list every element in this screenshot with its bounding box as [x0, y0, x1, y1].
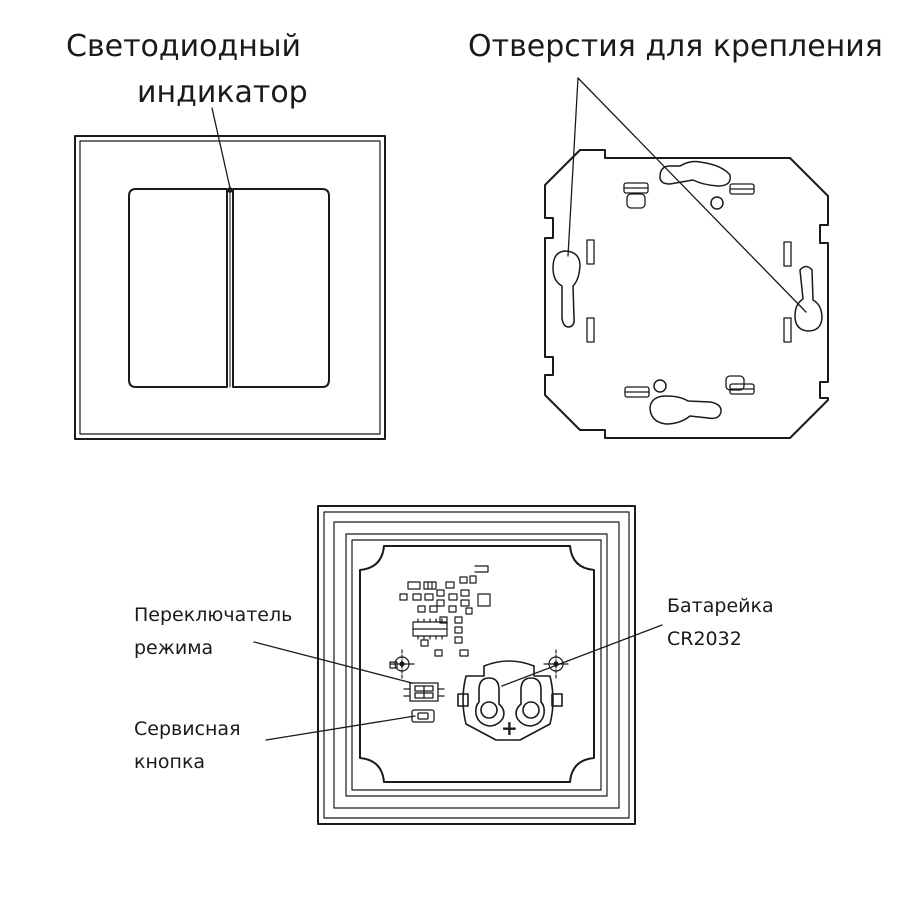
- battery-holder: [458, 661, 562, 740]
- mount-holes-leader-1: [568, 78, 578, 256]
- pcb-top-tab: [475, 566, 488, 572]
- back-cover-inner: [352, 540, 601, 790]
- mount-holes-label: Отверстия для крепления: [468, 29, 883, 64]
- mode-switch-label-line1: Переключатель: [134, 604, 293, 626]
- led-leader-line: [212, 108, 230, 188]
- pcb-left-screw: [390, 650, 414, 678]
- left-mounting-slot: [553, 251, 580, 327]
- battery-contact-left: [476, 678, 504, 726]
- front-frame-outer: [75, 136, 385, 439]
- front-frame-inner: [80, 141, 380, 434]
- mode-switch-component: [404, 683, 444, 701]
- battery-label-line1: Батарейка: [667, 595, 774, 617]
- plate-small-hole: [654, 380, 666, 392]
- plate-vertical-slots: [587, 240, 791, 342]
- service-button-label-line2: кнопка: [134, 751, 206, 773]
- mode-switch-leader: [254, 642, 412, 683]
- pcb-ic-chip: [413, 619, 447, 639]
- plate-clip-tabs: [624, 183, 754, 397]
- plate-small-hole: [711, 197, 723, 209]
- back-frame-1: [318, 506, 635, 824]
- mode-switch-label-line2: режима: [134, 637, 214, 659]
- battery-polarity-plus: +: [501, 716, 518, 740]
- battery-label-line2: CR2032: [667, 628, 742, 650]
- service-button-leader: [266, 716, 415, 740]
- back-frame-3: [334, 522, 619, 808]
- right-mounting-slot: [795, 267, 822, 332]
- battery-leader: [502, 625, 662, 686]
- mounting-plate-outline: [545, 150, 828, 438]
- mounting-plate-view: [545, 78, 828, 438]
- pcb-board-outline: [360, 546, 594, 782]
- service-button-label-line1: Сервисная: [134, 718, 241, 740]
- back-panel-view: [254, 506, 662, 824]
- top-mounting-slot: [660, 162, 730, 187]
- led-indicator-label-line2: индикатор: [137, 75, 308, 110]
- led-indicator-label-line1: Светодиодный: [66, 29, 302, 64]
- bottom-mounting-slot: [650, 396, 721, 424]
- back-frame-4: [346, 534, 607, 796]
- pcb-smd-components: [390, 576, 490, 668]
- back-frame-2: [324, 512, 629, 818]
- mount-holes-leader-2: [578, 78, 806, 312]
- battery-contact-right: [516, 678, 544, 726]
- left-rocker-key: [129, 189, 227, 387]
- pcb-right-screw: [544, 650, 568, 678]
- right-rocker-key: [233, 189, 329, 387]
- front-panel-view: [75, 108, 385, 439]
